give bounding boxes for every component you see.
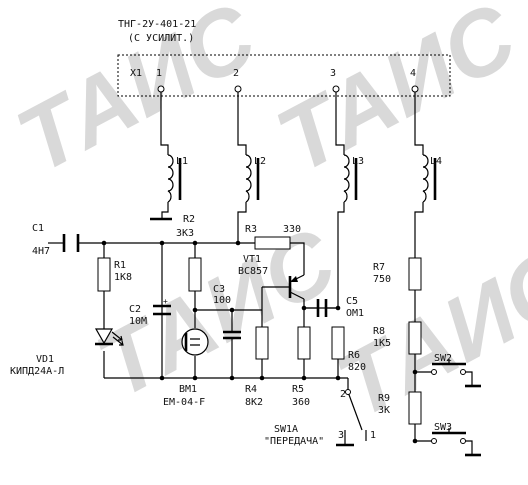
resistor-r1 bbox=[97, 257, 111, 292]
microphone-bm1 bbox=[181, 328, 209, 356]
wires bbox=[48, 92, 473, 455]
device-title: ТНГ-2У-401-21 bbox=[118, 19, 196, 30]
resistor-r5 bbox=[297, 326, 311, 360]
connector-pin-2: 2 bbox=[233, 68, 239, 79]
label-r7-value: 750 bbox=[373, 274, 391, 285]
label-bm1-value: ЕМ-04-F bbox=[163, 397, 205, 408]
resistor-r3 bbox=[254, 236, 291, 250]
connector-pin-4: 4 bbox=[410, 68, 416, 79]
inductor-l3 bbox=[343, 154, 358, 203]
label-r4-value: 8К2 bbox=[245, 397, 263, 408]
label-c1: C1 bbox=[32, 223, 44, 234]
label-r1-value: 1К8 bbox=[114, 272, 132, 283]
connector-pin-1: 1 bbox=[156, 68, 162, 79]
label-vd1-value: КИПД24А-Л bbox=[10, 366, 64, 377]
terminal-4 bbox=[411, 85, 419, 93]
label-r6: R6 bbox=[348, 350, 360, 361]
resistor-r4 bbox=[255, 326, 269, 360]
connector-x1-label: X1 bbox=[130, 68, 142, 79]
resistor-r7 bbox=[408, 257, 422, 291]
label-l2: L2 bbox=[254, 156, 266, 167]
inductor-l2 bbox=[245, 154, 260, 203]
label-r2-value: 3К3 bbox=[176, 228, 194, 239]
label-r5-value: 360 bbox=[292, 397, 310, 408]
label-sw1a: SW1А bbox=[274, 424, 298, 435]
watermark: ТАИС ТАИС ТАИС ТАИС bbox=[2, 0, 528, 438]
terminal-2 bbox=[234, 85, 242, 93]
label-l3: L3 bbox=[352, 156, 364, 167]
label-sw3: SW3 bbox=[434, 422, 452, 433]
label-vt1-value: ВС857 bbox=[238, 266, 268, 277]
label-r3-value: 330 bbox=[283, 224, 301, 235]
label-c5-value: ОМ1 bbox=[346, 308, 364, 319]
label-r4: R4 bbox=[245, 384, 257, 395]
transistor-vt1 bbox=[288, 274, 305, 300]
led-vd1 bbox=[94, 328, 124, 346]
label-sw1a-value: "ПЕРЕДАЧА" bbox=[264, 436, 324, 447]
connector-pin-3: 3 bbox=[330, 68, 336, 79]
device-subtitle: (С УСИЛИТ.) bbox=[128, 33, 194, 44]
label-c2-value: 10М bbox=[129, 316, 147, 327]
resistor-r6 bbox=[331, 326, 345, 360]
junctions bbox=[101, 240, 418, 444]
watermark-text-4: ТАИС bbox=[322, 229, 528, 438]
inductor-l1 bbox=[167, 154, 182, 203]
terminal-3 bbox=[332, 85, 340, 93]
label-r2: R2 bbox=[183, 214, 195, 225]
label-r9-value: 3К bbox=[378, 405, 390, 416]
label-sw2: SW2 bbox=[434, 353, 452, 364]
label-bm1: ВМ1 bbox=[179, 384, 197, 395]
label-r8-value: 1К5 bbox=[373, 338, 391, 349]
svg-text:+: + bbox=[163, 297, 168, 306]
terminal-1 bbox=[157, 85, 165, 93]
label-c3-value: 100 bbox=[213, 295, 231, 306]
capacitor-c5 bbox=[316, 299, 328, 317]
capacitor-c1 bbox=[62, 234, 80, 252]
resistor-r2 bbox=[188, 257, 202, 292]
label-r5: R5 bbox=[292, 384, 304, 395]
label-vd1: VD1 bbox=[36, 354, 54, 365]
label-l4: L4 bbox=[430, 156, 442, 167]
label-c3: C3 bbox=[213, 284, 225, 295]
label-sw1-pin2: 2 bbox=[340, 389, 346, 400]
label-r1: R1 bbox=[114, 260, 126, 271]
switch-sw2 bbox=[431, 359, 481, 388]
label-vt1: VT1 bbox=[243, 254, 261, 265]
label-c2: C2 bbox=[129, 304, 141, 315]
inductor-l4 bbox=[422, 154, 437, 203]
label-sw1-pin3: 3 bbox=[338, 430, 344, 441]
resistor-r9 bbox=[408, 391, 422, 425]
capacitor-c3 bbox=[223, 330, 241, 340]
label-sw1-pin1: 1 bbox=[370, 430, 376, 441]
resistor-r8 bbox=[408, 321, 422, 355]
label-r9: R9 bbox=[378, 393, 390, 404]
capacitor-c2: + bbox=[153, 297, 171, 316]
connector-x1-outline bbox=[117, 54, 451, 97]
labels: L1 L2 L3 L4 C1 4Н7 R1 1К8 VD1 КИПД24А-Л … bbox=[10, 156, 452, 447]
label-c5: C5 bbox=[346, 296, 358, 307]
watermark-text-3: ТАИС bbox=[82, 209, 354, 418]
label-c1-value: 4Н7 bbox=[32, 246, 50, 257]
label-r8: R8 bbox=[373, 326, 385, 337]
label-r6-value: 820 bbox=[348, 362, 366, 373]
switch-sw3 bbox=[431, 428, 481, 457]
label-r3: R3 bbox=[245, 224, 257, 235]
label-r7: R7 bbox=[373, 262, 385, 273]
sw1a-contact bbox=[345, 389, 351, 395]
label-l1: L1 bbox=[176, 156, 188, 167]
